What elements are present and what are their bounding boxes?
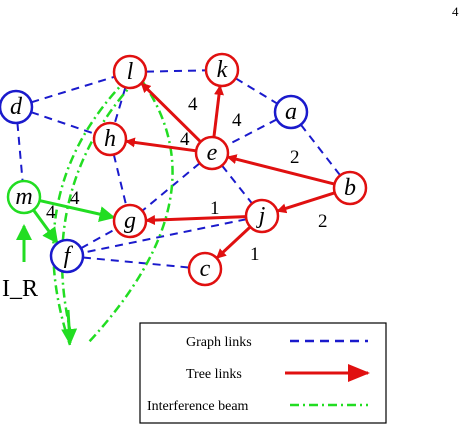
tree-link-e-h [124,137,197,153]
interference-beam-arrow-bottom [61,309,78,345]
tree-link-b-e [226,154,335,186]
node-label-j: j [256,203,266,229]
graph-link-e-j [221,164,253,205]
node-label-k: k [217,57,228,83]
interference-beam-inner [60,79,137,339]
nodes-layer: l k d a h e b m g j f c [0,52,368,287]
tree-link-j-g [144,215,247,226]
node-c: c [187,251,223,287]
node-circle-f [49,238,85,274]
tree-link-j-c [215,225,252,259]
tree-link-weight-j-c: 1 [250,244,260,265]
legend: Graph links Tree links Interference beam [139,322,387,424]
beam-label: I_R [2,276,38,302]
interference-beam-layer: I_R [2,77,174,346]
node-circle-m [6,179,42,215]
green-link-m-g [39,199,116,222]
node-label-a: a [285,99,297,125]
node-circle-c [187,251,223,287]
graph-link-a-e [225,118,278,147]
node-circle-j [244,198,280,234]
tree-link-weight-e-k: 4 [232,110,242,131]
node-circle-k [204,52,240,88]
node-g: g [112,203,148,239]
node-m: m [6,179,42,215]
node-circle-d [0,89,34,125]
node-l: l [112,54,148,90]
node-label-c: c [200,256,211,282]
graph-link-e-g [141,162,201,212]
node-h: h [92,121,128,157]
node-circle-h [92,121,128,157]
tree-link-e-k [212,84,224,138]
node-label-b: b [344,175,356,201]
graph-link-f-g [80,227,117,250]
graph-link-d-m [16,122,24,182]
interference-beam-outer [52,77,129,346]
tree-link-weight-b-j: 2 [318,211,328,232]
node-circle-l [112,54,148,90]
green-links-layer: 44 [32,188,116,244]
legend-label-interference-beam: Interference beam [147,399,249,414]
node-d: d [0,89,34,125]
legend-label-graph-links: Graph links [186,335,252,350]
node-e: e [194,135,230,171]
node-label-e: e [207,140,218,166]
tree-link-weight-j-g: 1 [210,198,220,219]
node-a: a [273,94,309,130]
tree-link-weight-e-l: 4 [188,94,198,115]
green-link-m-f [32,209,59,244]
node-k: k [204,52,240,88]
node-label-l: l [127,59,134,85]
graph-link-l-k [145,69,207,73]
node-circle-g [112,203,148,239]
node-label-d: d [10,94,23,120]
graph-links-layer [16,69,341,269]
node-label-h: h [104,126,116,152]
tree-links-layer: 4 4 4 2 2 1 1 [124,82,336,265]
graph-link-d-h [30,111,96,135]
graph-link-h-g [112,154,128,206]
tree-link-b-j [276,191,336,214]
green-link-weight-m-f: 4 [46,202,56,223]
tree-link-weight-e-h: 4 [180,129,190,150]
page-number: 4 [452,4,459,19]
node-j: j [244,198,280,234]
node-f: f [49,238,85,274]
node-circle-e [194,135,230,171]
node-label-m: m [15,184,32,210]
tree-link-e-l [140,82,202,143]
graph-link-k-a [235,77,278,105]
tree-link-weight-b-e: 2 [290,147,300,168]
node-b: b [332,170,368,206]
graph-link-f-c [82,256,190,269]
node-circle-a [273,94,309,130]
green-link-weight-m-g: 4 [70,188,80,209]
node-label-f: f [64,243,74,269]
legend-label-tree-links: Tree links [186,367,242,382]
graph-link-l-h [113,87,127,124]
node-circle-b [332,170,368,206]
graph-link-d-l [31,75,115,104]
graph-link-a-b [300,124,341,176]
node-label-g: g [124,208,136,234]
